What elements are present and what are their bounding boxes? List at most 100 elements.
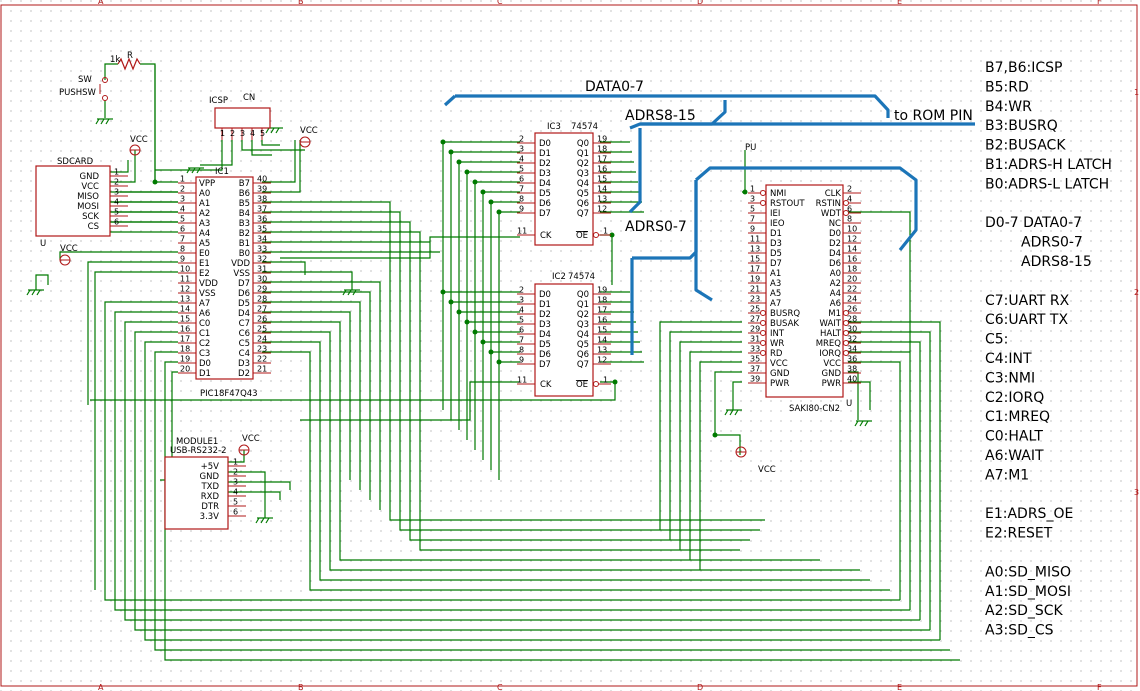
cn2-pin-label: WDT: [821, 209, 842, 219]
ic2-name: 74574: [568, 272, 595, 282]
sw-label: SW: [78, 75, 92, 85]
ic1-pin-number: 3: [180, 195, 185, 204]
ic2-pin-number: 17: [597, 306, 607, 315]
ruler-col-bottom: F: [1097, 683, 1102, 691]
cn2-active-low-bubble: [760, 330, 766, 336]
ic2-ck-number: 11: [517, 376, 527, 385]
ic1-pin-label: C6: [239, 329, 250, 339]
icsp-pin-number: 4: [250, 129, 255, 138]
ic1-pin-number: 19: [180, 355, 190, 364]
ic1-pin-number: 9: [180, 255, 185, 264]
ic1-pin-number: 6: [180, 225, 185, 234]
ic3-pin-number: 15: [597, 175, 607, 184]
ic2-pin-label: D2: [539, 310, 551, 320]
ic1-pin-label: B1: [239, 239, 250, 249]
ic3-pin-number: 4: [519, 155, 524, 164]
cn2-pin-number: 29: [750, 325, 760, 334]
ruler-col-bottom: A: [98, 683, 104, 691]
saki80-cn2-connector: [765, 184, 844, 398]
ic2-pin-number: 9: [519, 356, 524, 365]
cn2-active-low-bubble: [843, 310, 849, 316]
ic3-pin-number: 14: [597, 185, 607, 194]
ic1-pin-label: C0: [199, 319, 210, 329]
ic3-pin-number: 5: [519, 165, 524, 174]
note-line: B3:BUSRQ: [985, 118, 1058, 134]
ic1-pin-label: D7: [238, 279, 250, 289]
note-line: C3:NMI: [985, 370, 1035, 386]
ic1-pin-number: 40: [257, 175, 267, 184]
cn2-pin-label: D1: [770, 229, 782, 239]
ic1-pin-label: D1: [199, 369, 211, 379]
ic2-pin-number: 14: [597, 336, 607, 345]
cn2-pin-number: 17: [750, 265, 760, 274]
ruler-col-bottom: D: [697, 683, 703, 691]
note-line: C7:UART RX: [985, 293, 1070, 309]
cn2-active-low-bubble: [760, 200, 766, 206]
note-line: B0:ADRS-L LATCH: [985, 176, 1109, 192]
note-line: C1:MREQ: [985, 409, 1050, 425]
ic1-pin-number: 23: [257, 345, 267, 354]
ic3-pin-number: 6: [519, 175, 524, 184]
note-line: B7,B6:ICSP: [985, 60, 1062, 76]
ic3-ref: IC3: [547, 122, 561, 132]
cn2-pin-label: A1: [770, 269, 781, 279]
ic1-pin-label: D4: [238, 309, 250, 319]
ic3-pin-label: D2: [539, 159, 551, 169]
cn2-active-low-bubble: [760, 350, 766, 356]
cn2-active-low-bubble: [843, 340, 849, 346]
cn2-pin-label: BUSAK: [770, 319, 799, 329]
ground-symbol: [724, 409, 742, 416]
ic2-pin-label: Q2: [577, 310, 589, 320]
ic1-pin-label: VSS: [199, 289, 216, 299]
ic1-pin-number: 1: [180, 175, 185, 184]
ic3-pin-label: D6: [539, 199, 551, 209]
cn2-pin-label: INT: [770, 329, 785, 339]
ic1-pin-label: VDD: [199, 279, 218, 289]
ic1-pin-label: C3: [199, 349, 210, 359]
ic3-pin-label: Q0: [577, 139, 589, 149]
ic3-pin-number: 19: [597, 135, 607, 144]
ic1-pin-label: D5: [238, 299, 250, 309]
ic2-pin-label: D7: [539, 360, 551, 370]
ic1-pin-label: A4: [199, 229, 210, 239]
ic2-pin-number: 2: [519, 286, 524, 295]
cn2-pin-label: NC: [829, 219, 841, 229]
pu-label: PU: [745, 143, 756, 153]
cn2-pin-number: 14: [847, 245, 857, 254]
ic3-ck-number: 11: [517, 227, 527, 236]
ic1-pic18f47q43: [195, 176, 254, 380]
ic1-pin-number: 35: [257, 225, 267, 234]
ic2-pin-number: 3: [519, 296, 524, 305]
ic1-pin-label: E2: [199, 269, 210, 279]
module-pin-label: 3.3V: [200, 512, 220, 522]
resistor-ref: R: [127, 51, 133, 61]
junctions: [152, 139, 748, 438]
ic1-pin-label: B7: [239, 179, 250, 189]
note-line: A6:WAIT: [985, 448, 1044, 464]
cn2-pin-number: 2: [847, 185, 852, 194]
ruler-col-top: D: [697, 0, 703, 6]
ic2-pin-number: 8: [519, 346, 524, 355]
ic2-oe-bubble: [593, 381, 599, 387]
ruler-col-top: C: [497, 0, 503, 6]
icsp-connector: [214, 107, 271, 129]
ic1-pin-number: 12: [180, 285, 190, 294]
ic1-pin-label: A1: [199, 199, 210, 209]
cn2-pin-label: A5: [770, 289, 781, 299]
ic2-pin-label: D5: [539, 340, 551, 350]
note-line: B1:ADRS-H LATCH: [985, 157, 1112, 173]
ic1-pin-label: A2: [199, 209, 210, 219]
cn2-pin-label: D6: [829, 259, 841, 269]
ic1-pin-number: 28: [257, 295, 267, 304]
cn2-pin-number: 4: [847, 195, 852, 204]
module-pin-label: +5V: [201, 462, 220, 472]
cn2-pin-label: GND: [770, 369, 790, 379]
ruler-col-top: F: [1097, 0, 1102, 6]
icsp-label: ICSP: [209, 96, 228, 106]
cn2-name: SAKI80-CN2: [789, 404, 840, 414]
cn2-pin-number: 11: [750, 235, 760, 244]
ground-symbol: [255, 517, 273, 524]
cn2-active-low-bubble: [843, 320, 849, 326]
ic1-pin-number: 36: [257, 215, 267, 224]
sdcard-pin-number: 5: [114, 208, 119, 217]
